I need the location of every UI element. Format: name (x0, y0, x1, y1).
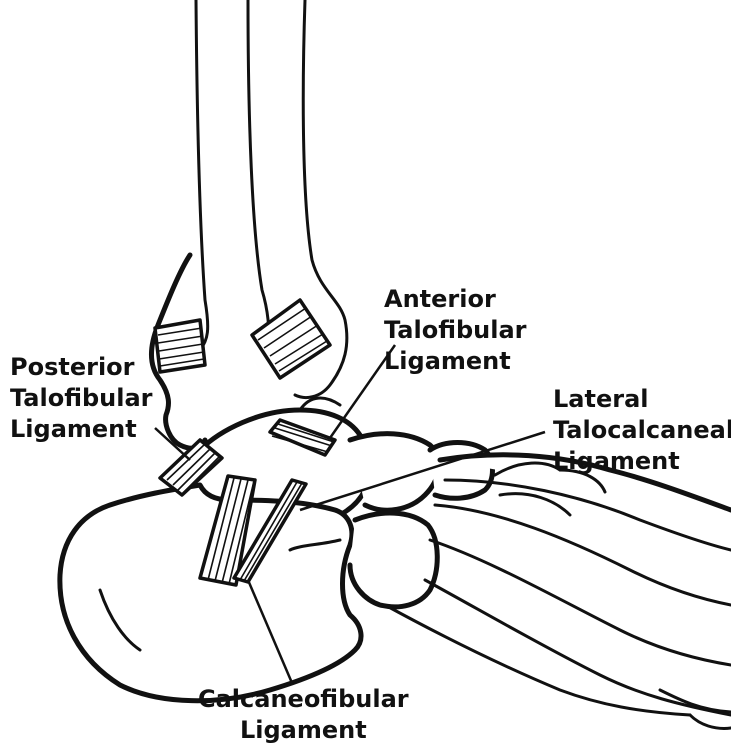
posterior-label-line-3: Ligament (10, 414, 153, 445)
posterior-label-line-2: Talofibular (10, 383, 153, 414)
calcaneo-label-line-1: Calcaneofibular (198, 684, 409, 715)
calcaneofibular-label: Calcaneofibular Ligament (198, 684, 409, 746)
anterior-label-line-3: Ligament (384, 346, 527, 377)
lateral-label-line-2: Talocalcaneal (553, 415, 731, 446)
posterior-talofibular-ligament (160, 440, 222, 495)
upper-anterior-ligament (252, 300, 330, 378)
calcaneo-label-line-2: Ligament (198, 715, 409, 746)
upper-posterior-ligament (155, 320, 205, 372)
anterior-label-line-2: Talofibular (384, 315, 527, 346)
lateral-label-line-3: Ligament (553, 446, 731, 477)
calcaneus (60, 485, 361, 701)
lateral-label-line-1: Lateral (553, 384, 731, 415)
anterior-label-line-1: Anterior (384, 284, 527, 315)
posterior-label-line-1: Posterior (10, 352, 153, 383)
lateral-talocalcaneal-label: Lateral Talocalcaneal Ligament (553, 384, 731, 477)
posterior-talofibular-label: Posterior Talofibular Ligament (10, 352, 153, 445)
anterior-talofibular-label: Anterior Talofibular Ligament (384, 284, 527, 377)
